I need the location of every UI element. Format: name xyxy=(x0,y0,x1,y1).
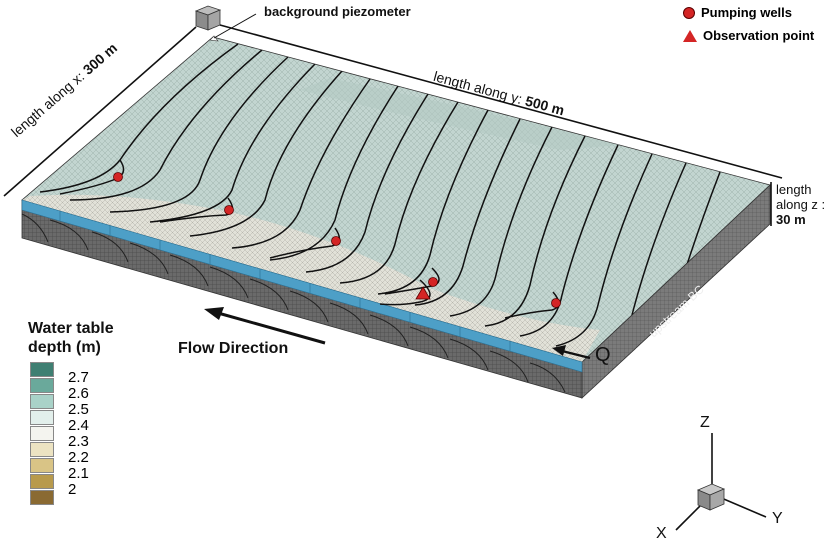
legend-swatch xyxy=(30,458,54,473)
legend-tick-label: 2.4 xyxy=(68,417,89,434)
pumping-well xyxy=(551,298,561,308)
legend-title: Water table depth (m) xyxy=(28,319,114,357)
legend-swatch xyxy=(30,378,54,393)
flow-direction-arrow xyxy=(204,307,326,345)
legend-tick-label: 2.3 xyxy=(68,433,89,450)
legend-swatch xyxy=(30,442,54,457)
key-observation-point-label: Observation point xyxy=(703,28,815,43)
pumping-well xyxy=(113,172,123,182)
legend-title-line2: depth (m) xyxy=(28,339,101,356)
length-z-line1: length xyxy=(776,182,812,197)
q-label: Q xyxy=(595,344,611,366)
legend-swatch xyxy=(30,362,54,377)
legend-swatch xyxy=(30,474,54,489)
q-inflow-arrow xyxy=(552,345,591,360)
dimension-line-y xyxy=(219,24,783,179)
legend-swatch xyxy=(30,410,54,425)
legend-tick-label: 2.5 xyxy=(68,401,89,418)
pumping-well xyxy=(428,277,438,287)
river-segments xyxy=(59,211,511,351)
legend-tick-label: 2.7 xyxy=(68,369,89,386)
key-observation-point: Observation point xyxy=(683,28,814,43)
drawdown-zones xyxy=(22,78,620,362)
pumping-well xyxy=(331,236,341,246)
dimension-line-x xyxy=(3,26,197,197)
legend-title-line1: Water table xyxy=(28,320,114,337)
axis-z-label: Z xyxy=(700,414,710,431)
pumping-well xyxy=(224,205,234,215)
water-table-contours xyxy=(39,43,721,347)
legend-swatch xyxy=(30,394,54,409)
axis-x-label: X xyxy=(656,525,667,542)
legend-swatch xyxy=(30,426,54,441)
axis-triad xyxy=(675,433,767,531)
background-piezometer-cube xyxy=(194,5,222,42)
length-z-line2: along z : xyxy=(776,197,826,212)
river-boundary xyxy=(21,199,583,373)
legend-tick-label: 2 xyxy=(68,481,77,498)
background-piezometer-label: background piezometer xyxy=(264,4,411,19)
front-face-arcs xyxy=(21,213,566,393)
axis-y-label: Y xyxy=(772,510,783,527)
observation-point xyxy=(415,286,431,300)
pumping-well-icon xyxy=(683,6,695,19)
legend-tick-label: 2.6 xyxy=(68,385,89,402)
length-z-label: length along z : 30 m xyxy=(776,182,825,227)
legend-tick-label: 2.2 xyxy=(68,449,89,466)
observation-triangle-icon xyxy=(683,29,697,42)
legend-tick-label: 2.1 xyxy=(68,465,89,482)
legend-swatch xyxy=(30,490,54,505)
length-z-value: 30 m xyxy=(776,212,806,227)
key-pumping-wells: Pumping wells xyxy=(683,5,792,20)
flow-direction-label: Flow Direction xyxy=(178,340,289,357)
piezometer-leader xyxy=(213,13,257,39)
pumping-wells xyxy=(113,172,561,308)
key-pumping-wells-label: Pumping wells xyxy=(701,5,793,20)
